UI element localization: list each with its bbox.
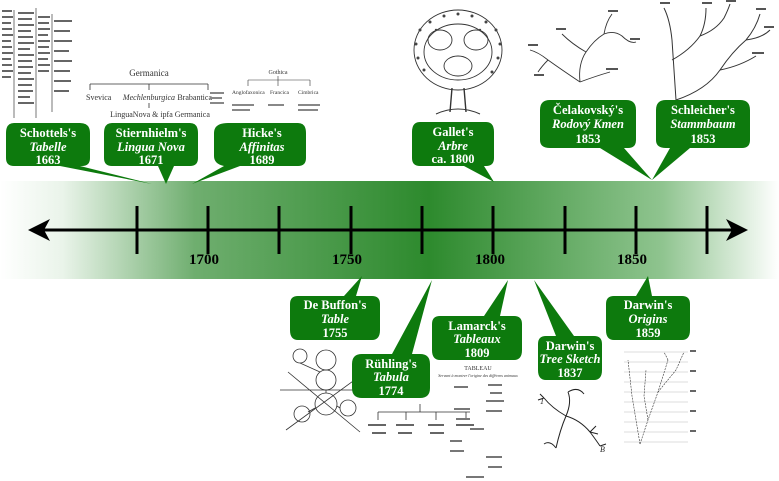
callout-debuffon-year: 1755 (323, 326, 348, 340)
callout-debuffon: De Buffon's Table 1755 (290, 276, 380, 340)
stiernhielm-label-bottom: LinguaNova & ipfa Germanica (110, 110, 210, 119)
schleicher-tree-image (660, 0, 774, 101)
tick-label-1800: 1800 (475, 252, 505, 268)
callout-schleicher-year: 1853 (691, 132, 716, 146)
callout-stiernhielm-title: Lingua Nova (116, 140, 185, 154)
stiernhielm-label-right: Brabantica (177, 93, 212, 102)
callout-lamarck-name: Lamarck's (448, 319, 506, 333)
callout-darwin-origins: Darwin's Origins 1859 (606, 276, 690, 340)
callout-schottel-title: Tabelle (29, 140, 66, 154)
callout-celakovsky-title: Rodový Kmen (551, 117, 624, 131)
hicke-label-b: Francica (270, 90, 289, 96)
callout-ruhling: Rühling's Tabula 1774 (352, 280, 432, 398)
tick-label-1850: 1850 (617, 252, 647, 268)
callout-stiernhielm: Stiernhielm's Lingua Nova 1671 (104, 123, 198, 184)
callout-darwin-origins-name: Darwin's (624, 298, 673, 312)
callout-darwin-sketch-year: 1837 (558, 366, 583, 380)
schottel-table-image (0, 2, 76, 122)
lamarck-tableau-subheading: Servant à montrer l'origine des différen… (438, 373, 518, 378)
svg-text:1: 1 (540, 397, 544, 406)
callout-hicke-name: Hicke's (242, 126, 282, 140)
axis-ticks (135, 206, 709, 254)
darwin-sketch-image: 1 B (537, 388, 607, 454)
axis-arrow-right (726, 219, 748, 241)
callout-lamarck-year: 1809 (465, 346, 490, 360)
callout-schleicher: Schleicher's Stammbaum 1853 (652, 100, 750, 180)
callout-gallet-title: Arbre (437, 139, 468, 153)
svg-text:B: B (600, 445, 605, 454)
gallet-tree-image (413, 9, 503, 115)
callout-schleicher-name: Schleicher's (671, 103, 735, 117)
callout-celakovsky-name: Čelakovský's (553, 103, 623, 117)
callout-lamarck-title: Tableaux (453, 332, 500, 346)
stiernhielm-label-left: Svevica (86, 93, 112, 102)
callout-gallet: Gallet's Arbre ca. 1800 (412, 122, 494, 182)
ruhling-tabula-image (368, 404, 474, 434)
callout-stiernhielm-year: 1671 (139, 153, 164, 167)
timeline-axis: 1700 1750 1800 1850 (28, 206, 748, 268)
callout-ruhling-name: Rühling's (365, 357, 417, 371)
callout-ruhling-year: 1774 (379, 384, 405, 398)
callout-schottel-year: 1663 (36, 153, 61, 167)
callout-hicke: Hicke's Affinitas 1689 (192, 123, 306, 184)
callout-schottel: Schottels's Tabelle 1663 (6, 123, 152, 184)
lamarck-tableau-heading: TABLEAU (464, 366, 492, 372)
callout-celakovsky-year: 1853 (576, 132, 601, 146)
callout-schottel-name: Schottels's (20, 126, 76, 140)
callout-schleicher-title: Stammbaum (670, 117, 736, 131)
stiernhielm-label-top: Germanica (129, 68, 168, 78)
callout-darwin-sketch-title: Tree Sketch (540, 352, 601, 366)
callout-debuffon-name: De Buffon's (304, 298, 367, 312)
hicke-label-a: Anglofaxonica (232, 89, 265, 96)
stiernhielm-label-mid: Mechlenburgica (122, 93, 175, 102)
callout-darwin-sketch-name: Darwin's (546, 339, 595, 353)
hicke-label-c: Cimbrica (298, 90, 319, 96)
stiernhielm-diagram-image: Germanica Svevica Mechlenburgica Brabant… (86, 68, 212, 119)
callout-gallet-year: ca. 1800 (431, 152, 474, 166)
axis-arrow-left (28, 219, 50, 241)
callout-celakovsky: Čelakovský's Rodový Kmen 1853 (540, 100, 652, 180)
callout-hicke-title: Affinitas (239, 140, 285, 154)
hicke-diagram-image: Gothica Anglofaxonica Francica Cimbrica (210, 70, 320, 111)
callout-debuffon-title: Table (321, 312, 349, 326)
callout-hicke-year: 1689 (250, 153, 275, 167)
callout-gallet-name: Gallet's (433, 125, 474, 139)
hicke-label-top: Gothica (269, 70, 288, 76)
darwin-origins-image (624, 350, 696, 445)
callout-stiernhielm-name: Stiernhielm's (116, 126, 187, 140)
callout-lamarck: Lamarck's Tableaux 1809 (432, 280, 522, 360)
debuffon-diagram-image (280, 348, 370, 433)
callout-darwin-sketch: Darwin's Tree Sketch 1837 (534, 280, 602, 380)
tick-label-1750: 1750 (332, 252, 362, 268)
lamarck-tableau-image: TABLEAU Servant à montrer l'origine des … (438, 366, 518, 478)
celakovsky-tree-image (528, 10, 640, 83)
callout-ruhling-title: Tabula (373, 370, 409, 384)
callout-darwin-origins-title: Origins (629, 312, 668, 326)
tick-label-1700: 1700 (189, 252, 219, 268)
callout-darwin-origins-year: 1859 (636, 326, 661, 340)
